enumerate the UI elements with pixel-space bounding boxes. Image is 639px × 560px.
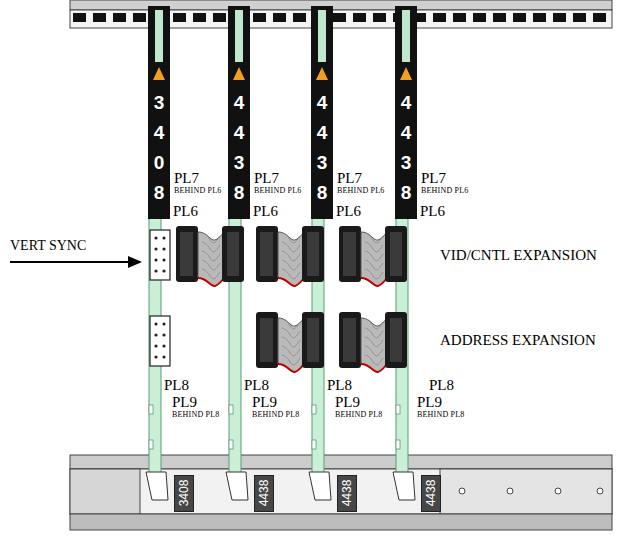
connector-name: PL7 xyxy=(421,170,446,187)
connector-name: PL9 xyxy=(172,394,197,411)
card-handle: 4438 xyxy=(229,88,249,208)
connector-name: PL6 xyxy=(336,203,361,220)
connector-name: PL6 xyxy=(420,203,445,220)
connector-note: BEHIND PL8 xyxy=(417,411,465,420)
card-plate: 4438 xyxy=(421,475,441,512)
connector-note: BEHIND PL8 xyxy=(252,411,300,420)
connector-name: PL9 xyxy=(335,394,360,411)
cable-name: ADDRESS EXPANSION xyxy=(440,332,596,349)
connector-name: PL7 xyxy=(337,170,362,187)
cable-name: VID/CNTL EXPANSION xyxy=(440,247,597,264)
connector-name: PL8 xyxy=(244,377,269,394)
connector-name: PL9 xyxy=(252,394,277,411)
board-number: 4438 xyxy=(317,88,328,208)
connector-name: PL8 xyxy=(164,377,189,394)
board-number: 4438 xyxy=(234,88,245,208)
card-handle: 3408 xyxy=(149,88,169,208)
board-number: 4438 xyxy=(425,480,437,507)
connector-name: PL7 xyxy=(174,170,199,187)
connector-name: PL9 xyxy=(417,394,442,411)
connector-name: PL6 xyxy=(173,203,198,220)
connector-name: PL8 xyxy=(327,377,352,394)
board-number: 4438 xyxy=(401,88,412,208)
connector-note: BEHIND PL6 xyxy=(421,187,469,196)
connector-name: PL7 xyxy=(254,170,279,187)
connector-name: PL6 xyxy=(253,203,278,220)
board-number: 3408 xyxy=(178,480,190,507)
card-plate: 4438 xyxy=(337,475,357,512)
signal-name: VERT SYNC xyxy=(10,238,86,253)
card-plate: 4438 xyxy=(254,475,274,512)
board-number: 4438 xyxy=(258,480,270,507)
connector-note: BEHIND PL8 xyxy=(172,411,220,420)
connector-note: BEHIND PL6 xyxy=(254,187,302,196)
connector-note: BEHIND PL6 xyxy=(337,187,385,196)
board-number: 4438 xyxy=(341,480,353,507)
card-plate: 3408 xyxy=(174,475,194,512)
card-handle: 4438 xyxy=(396,88,416,208)
connector-note: BEHIND PL8 xyxy=(335,411,383,420)
connector-note: BEHIND PL6 xyxy=(174,187,222,196)
connector-name: PL8 xyxy=(429,377,454,394)
card-handle: 4438 xyxy=(312,88,332,208)
board-number: 3408 xyxy=(154,88,165,208)
